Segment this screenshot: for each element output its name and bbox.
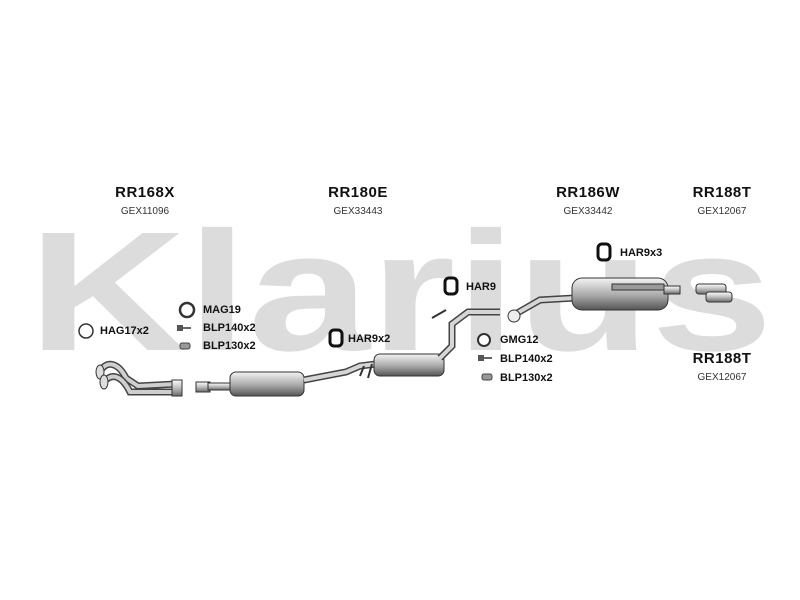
- part-ref-gex11096: GEX11096: [120, 206, 170, 217]
- label-blp130-b: BLP130x2: [500, 372, 553, 384]
- spring-icon: [179, 342, 191, 350]
- label-mag19: MAG19: [203, 304, 241, 316]
- rear-silencer: [507, 277, 681, 323]
- part-ref-gex33443: GEX33443: [333, 206, 383, 217]
- spring-icon: [481, 373, 493, 381]
- label-blp140-a: BLP140x2: [203, 322, 256, 334]
- label-hag17: HAG17x2: [100, 325, 149, 337]
- front-pipe: [95, 360, 183, 397]
- rubber-mount-icon: [328, 328, 344, 348]
- part-number-rr180e: RR180E: [328, 184, 388, 201]
- bolt-icon: [177, 325, 191, 331]
- label-har9x2: HAR9x2: [348, 333, 391, 345]
- part-number-rr188t: RR188T: [692, 184, 752, 201]
- rubber-mount-icon: [443, 276, 459, 296]
- part-ref-gex12067-second: GEX12067: [697, 372, 747, 383]
- center-silencer-pipe: [195, 308, 500, 397]
- ring-gasket-icon: [78, 323, 94, 339]
- label-blp140-b: BLP140x2: [500, 353, 553, 365]
- part-ref-gex12067: GEX12067: [697, 206, 747, 217]
- bolt-icon: [478, 355, 492, 361]
- rubber-mount-icon: [596, 242, 612, 262]
- ring-gasket-icon: [178, 301, 196, 319]
- label-gmg12: GMG12: [500, 334, 539, 346]
- ring-gasket-icon: [477, 333, 491, 347]
- label-har9x3: HAR9x3: [620, 247, 663, 259]
- part-number-rr188t-second: RR188T: [692, 350, 752, 367]
- part-number-rr186w: RR186W: [556, 184, 620, 201]
- label-blp130-a: BLP130x2: [203, 340, 256, 352]
- part-number-rr168x: RR168X: [115, 184, 175, 201]
- tail-pipe: [695, 283, 733, 303]
- part-ref-gex33442: GEX33442: [563, 206, 613, 217]
- label-har9: HAR9: [466, 281, 496, 293]
